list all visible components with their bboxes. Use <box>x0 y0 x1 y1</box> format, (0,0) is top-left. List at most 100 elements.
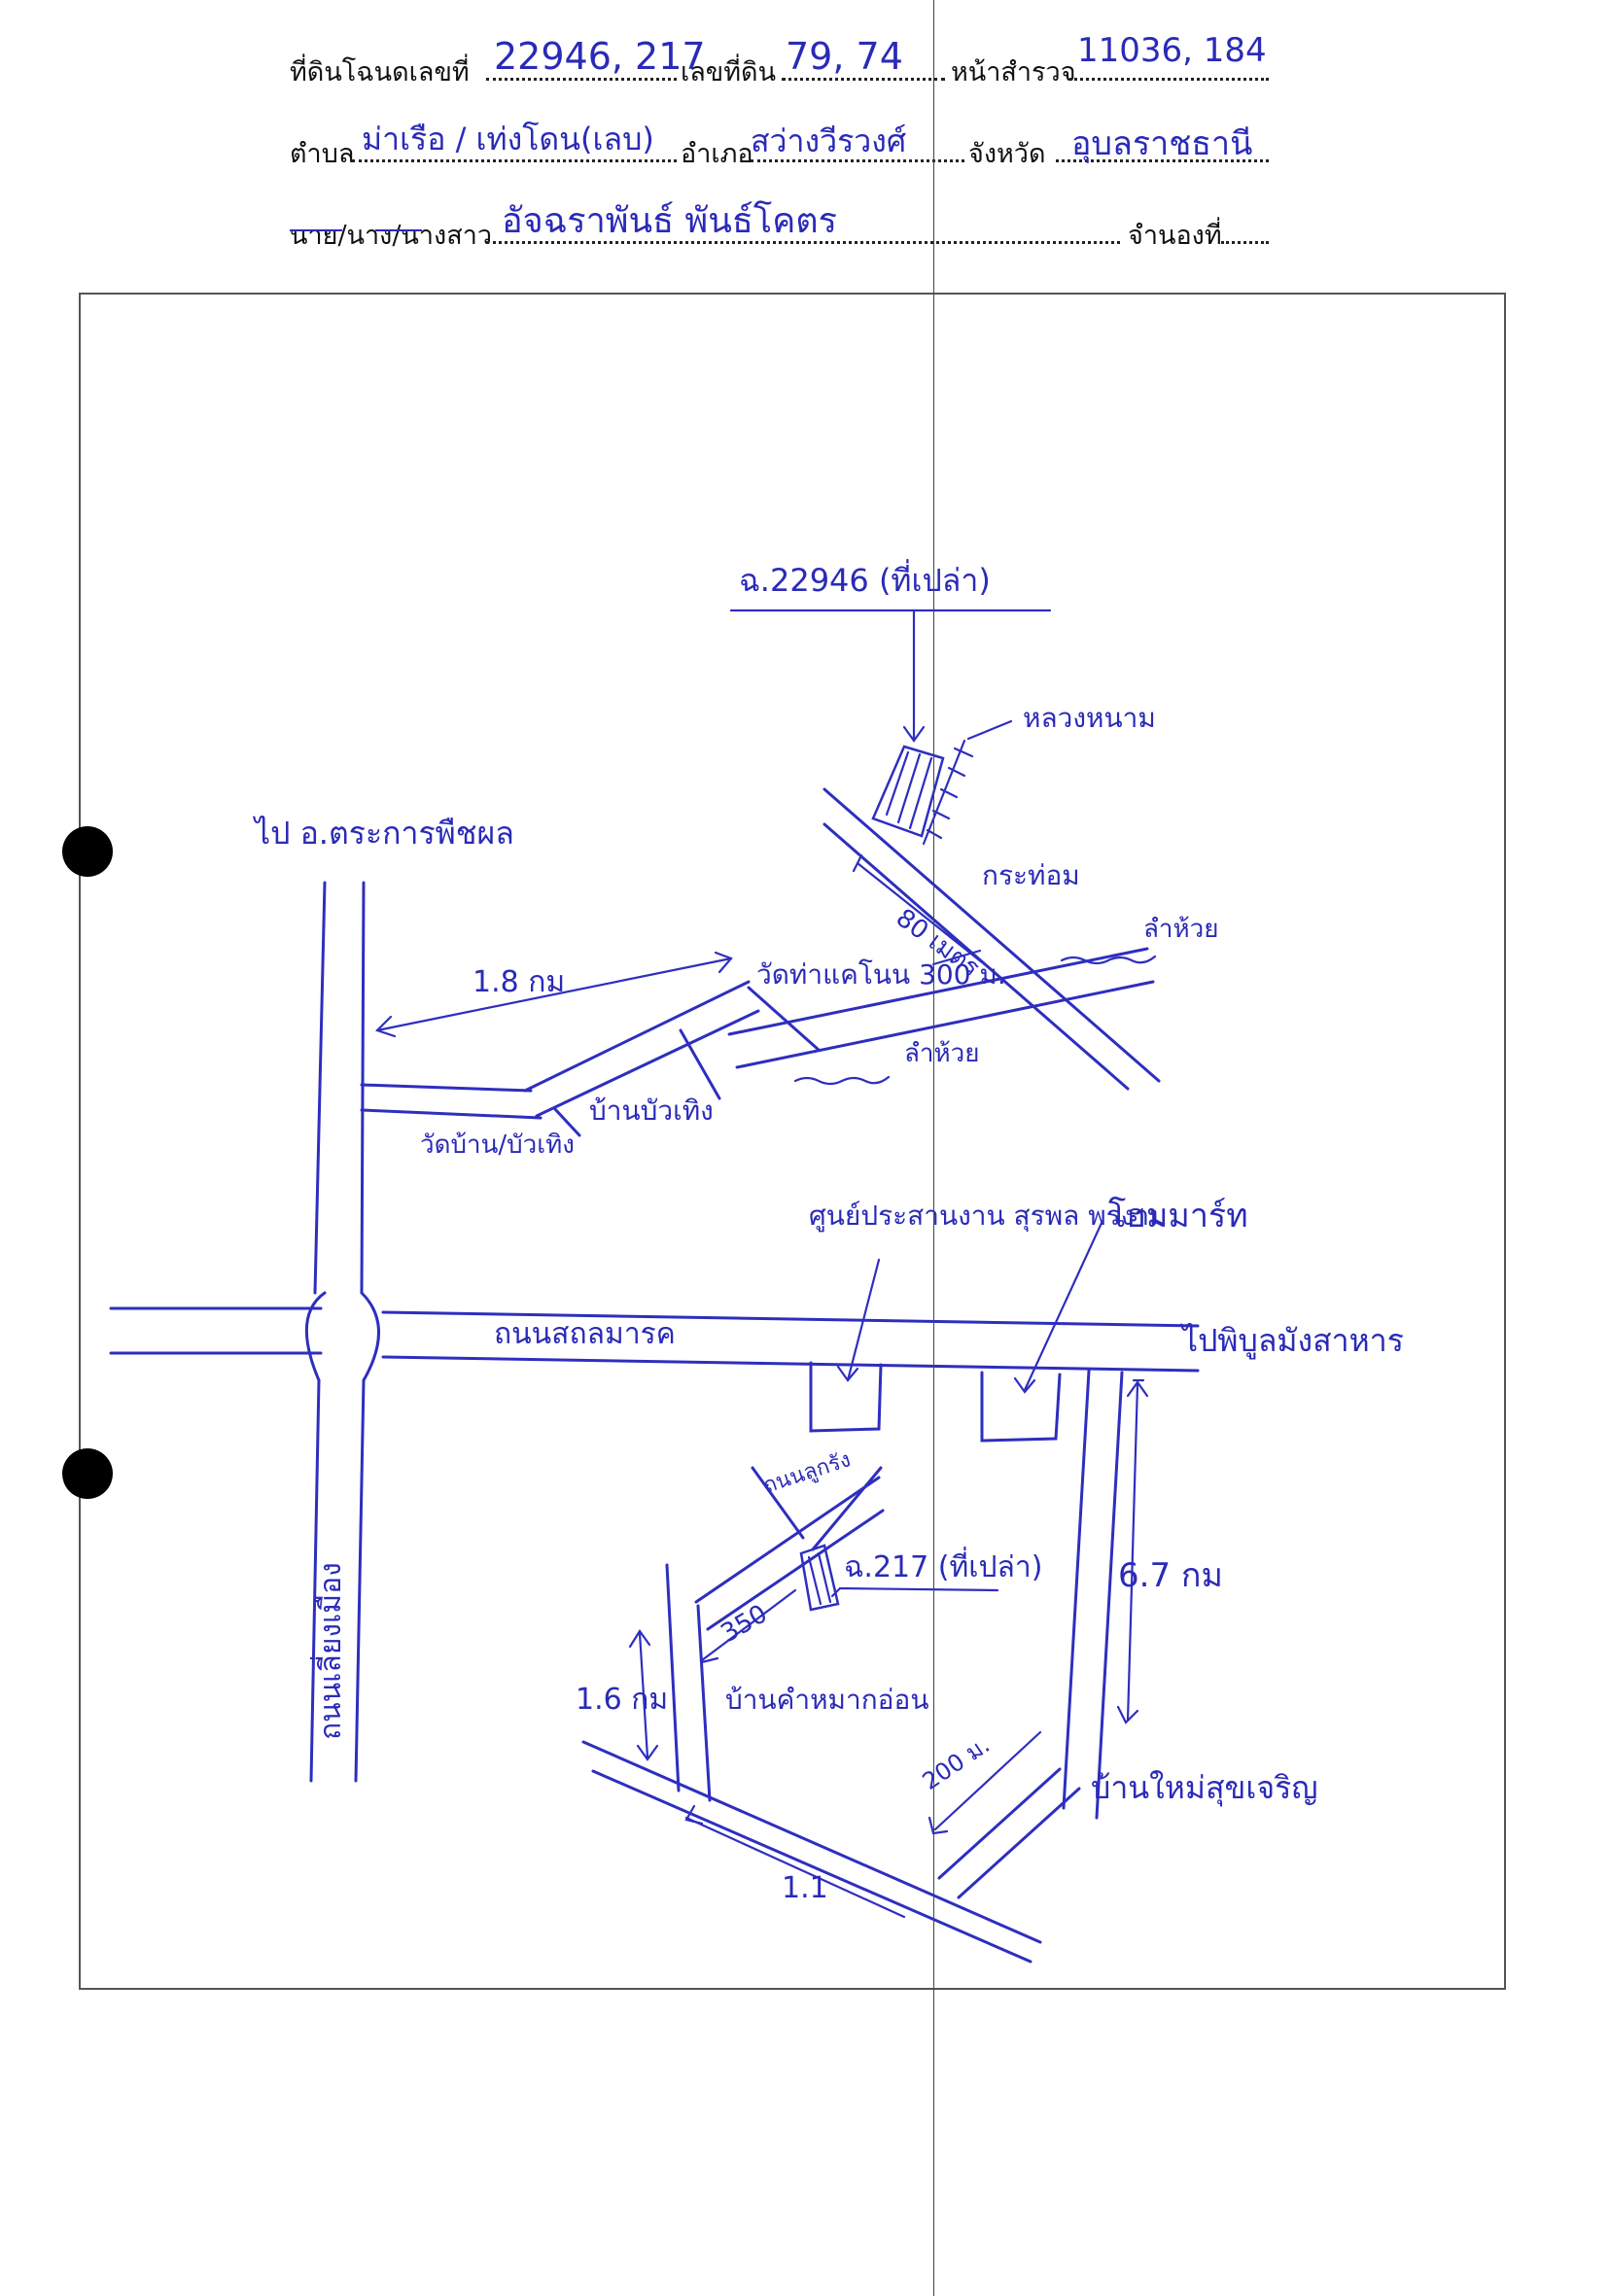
province-value: อุบลราชธานี <box>1071 124 1253 163</box>
canal-label: หลวงหนาม <box>1023 702 1156 734</box>
owner-label: นาย/นาง/นางสาว <box>290 221 493 251</box>
ban-kham-label: บ้านคำหมากอ่อน <box>725 1684 928 1716</box>
main-road-label: ถนนสถลมารค <box>494 1317 676 1351</box>
dist350-line <box>700 1588 797 1662</box>
district-dots <box>751 159 964 162</box>
bottom-road-south <box>591 1769 1032 1964</box>
stream-wave-2 <box>793 1075 891 1086</box>
deed-south-label: ฉ.217 (ที่เปล่า) <box>844 1547 1042 1584</box>
punch-hole-bottom <box>62 1448 113 1499</box>
canal-line <box>922 739 966 846</box>
dist11-label: 1.1 <box>782 1871 828 1905</box>
temple-route-arrow <box>931 949 982 966</box>
connector-road-east <box>957 1787 1081 1899</box>
temple-spur-1 <box>679 1028 721 1100</box>
owner-dots <box>486 241 1120 244</box>
diagonal-road-west <box>822 787 1161 1083</box>
south-vertical-west <box>665 1563 681 1792</box>
south-parcel-hatch <box>807 1551 832 1606</box>
center-leader <box>846 1258 881 1382</box>
ban-mai-label: บ้านใหม่สุขเจริญ <box>1091 1769 1318 1807</box>
dist18-arrow-left <box>374 1015 397 1038</box>
owner-value: อัจฉราพันธ์ พันธ์โคตร <box>502 201 837 241</box>
dist11-arrow <box>684 1804 704 1826</box>
canal-leader <box>966 719 1013 741</box>
dist16-line <box>638 1631 649 1759</box>
canal-ticks <box>926 747 974 840</box>
to-phibun-label: ไปพิบูลมังสาหาร <box>1179 1322 1404 1360</box>
to-district-label: ไป อ.ตระการพืชผล <box>252 815 514 852</box>
dist67-line <box>1126 1382 1139 1722</box>
mortgage-dots <box>1221 241 1269 244</box>
dist350-label: 350 <box>717 1599 773 1649</box>
stream-bottom-label: ลำห้วย <box>904 1039 980 1068</box>
south-vertical-east <box>696 1604 712 1802</box>
lateral-road-south <box>735 980 1155 1069</box>
dirt-road-east <box>811 1466 883 1551</box>
dist18-line <box>375 957 733 1032</box>
dist18-arrow-right <box>714 951 733 974</box>
south-branch-north <box>694 1476 881 1604</box>
land-no-dots <box>782 78 945 81</box>
owner-strike-2 <box>375 229 422 231</box>
bypass-south-west <box>309 1378 321 1783</box>
dist67-arrow-top <box>1126 1380 1149 1398</box>
deed-dots <box>486 78 677 81</box>
stream-wave <box>1060 955 1157 965</box>
survey-page-dots <box>1069 78 1269 81</box>
bottom-road-north <box>581 1740 1042 1944</box>
dist67-label: 6.7 กม <box>1118 1556 1223 1595</box>
subdistrict-dots <box>352 159 677 162</box>
bypass-north-east <box>360 881 366 1295</box>
north-parcel <box>871 745 945 838</box>
province-dots <box>1056 159 1269 162</box>
deed-label: ที่ดินโฉนดเลขที่ <box>290 57 470 87</box>
north-parcel-hatch <box>885 750 933 830</box>
home-mart-leader <box>1023 1219 1104 1392</box>
dist16-label: 1.6 กม <box>576 1683 668 1717</box>
home-mart-label: โฮมมาร์ท <box>1108 1197 1248 1235</box>
dist16-arrow-bottom <box>636 1744 659 1761</box>
survey-page-value: 11036, 184 <box>1077 31 1267 70</box>
deed-north-label: ฉ.22946 (ที่เปล่า) <box>739 559 991 599</box>
subdistrict-label: ตำบล <box>290 139 355 169</box>
temple-spur-3 <box>552 1106 581 1137</box>
main-road-east-north <box>381 1310 1200 1328</box>
stream-top-label: ลำห้วย <box>1143 915 1219 944</box>
temple-road-north <box>523 980 751 1093</box>
survey-page-label: หน้าสำรวจ <box>951 57 1076 87</box>
punch-hole-top <box>62 826 113 877</box>
roundabout-west <box>304 1291 327 1382</box>
deed-south-underline <box>838 1586 999 1592</box>
junction-connector-north <box>360 1083 533 1093</box>
roundabout-east <box>360 1291 380 1382</box>
junction-connector-south <box>360 1108 542 1120</box>
land-no-label: เลขที่ดิน <box>681 57 777 87</box>
dist80-line <box>856 861 984 964</box>
bypass-south-east <box>354 1378 366 1783</box>
dirt-road-west <box>751 1466 805 1540</box>
temple-route-label: วัดท่าแคโนน 300 ม. <box>756 958 1006 991</box>
dist11-line <box>684 1816 906 1919</box>
lateral-road-north <box>727 947 1149 1036</box>
kra-thom-label: กระท่อม <box>982 859 1080 891</box>
center-label: ศูนย์ประสานงาน สุรพล พรงาม <box>809 1200 1168 1233</box>
east-road-west <box>1062 1369 1091 1810</box>
deed-south-pointer <box>830 1586 842 1598</box>
district-label: อำเภอ <box>681 139 753 169</box>
deed-value: 22946, 217 <box>494 35 706 78</box>
east-road-east <box>1095 1371 1124 1820</box>
temple-spur-2 <box>747 986 821 1052</box>
center-building <box>809 1361 883 1433</box>
map-frame <box>79 293 1506 1990</box>
mortgage-label: จำนองที่ <box>1128 221 1222 251</box>
south-branch-south <box>706 1509 885 1631</box>
bypass-north-west <box>313 881 327 1295</box>
dist16-arrow-top <box>628 1629 651 1649</box>
home-mart-building <box>980 1371 1062 1443</box>
center-arrow <box>836 1365 859 1382</box>
fold-line <box>933 0 934 2296</box>
district-value: สว่างวีรวงศ์ <box>751 122 907 159</box>
land-no-value: 79, 74 <box>786 35 903 78</box>
